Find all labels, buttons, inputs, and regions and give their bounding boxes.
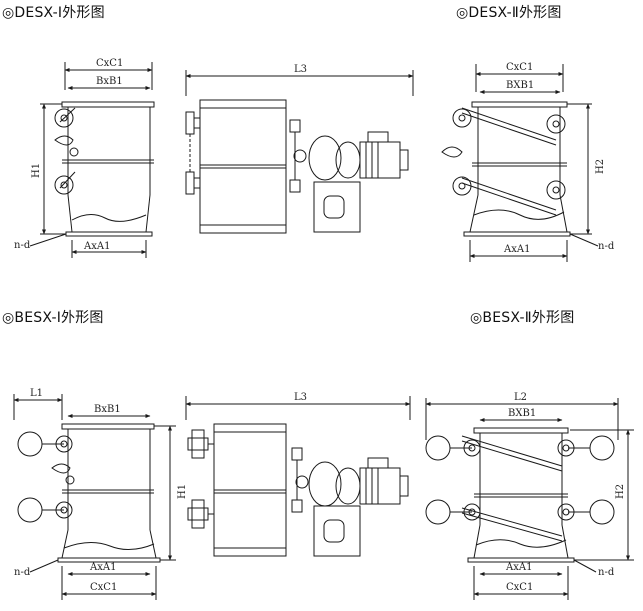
desx2-nd-label: n-d <box>598 241 615 252</box>
title-besx2: ◎BESX-Ⅱ外形图 <box>470 310 575 326</box>
desx1-nd-label: n-d <box>14 240 31 251</box>
desx2-cxc1-label: CxC1 <box>506 62 533 73</box>
besx1-view <box>13 394 176 600</box>
desx2-axa1-label: AxA1 <box>503 244 530 255</box>
title-desx1: ◎DESX-Ⅰ外形图 <box>2 5 105 21</box>
desx1-cxc1-label: CxC1 <box>96 58 123 69</box>
desx1-side-view <box>185 70 414 234</box>
besx2-l2-label: L2 <box>514 392 527 403</box>
title-desx2: ◎DESX-Ⅱ外形图 <box>456 5 562 21</box>
besx1-l3-label: L3 <box>294 392 307 403</box>
besx1-axa1-label: AxA1 <box>89 562 116 573</box>
title-besx1: ◎BESX-Ⅰ外形图 <box>2 310 104 326</box>
besx2-nd-label: n-d <box>598 567 615 578</box>
besx2-h2-label: H2 <box>615 484 626 499</box>
desx2-view <box>441 64 599 262</box>
besx1-l1-label: L1 <box>30 388 43 399</box>
desx1-axa1-label: AxA1 <box>83 241 110 252</box>
besx2-axa1-label: AxA1 <box>505 562 532 573</box>
desx1-bxb1-label: BxB1 <box>96 76 123 87</box>
besx1-cxc1-label: CxC1 <box>90 582 117 593</box>
besx1-h1-label: H1 <box>177 484 188 499</box>
desx2-bxb1-label: BXB1 <box>506 80 534 91</box>
besx2-cxc1-label: CxC1 <box>506 582 533 593</box>
besx1-bxb1-label: BxB1 <box>94 404 121 415</box>
besx1-nd-label: n-d <box>14 567 31 578</box>
besx1-side-view <box>185 396 411 557</box>
desx1-view <box>29 62 155 258</box>
desx1-h1-label: H1 <box>31 163 42 178</box>
desx1-l3-label: L3 <box>294 64 307 75</box>
besx2-bxb1-label: BXB1 <box>508 408 536 419</box>
besx2-view <box>425 398 634 600</box>
desx2-h2-label: H2 <box>595 159 606 174</box>
